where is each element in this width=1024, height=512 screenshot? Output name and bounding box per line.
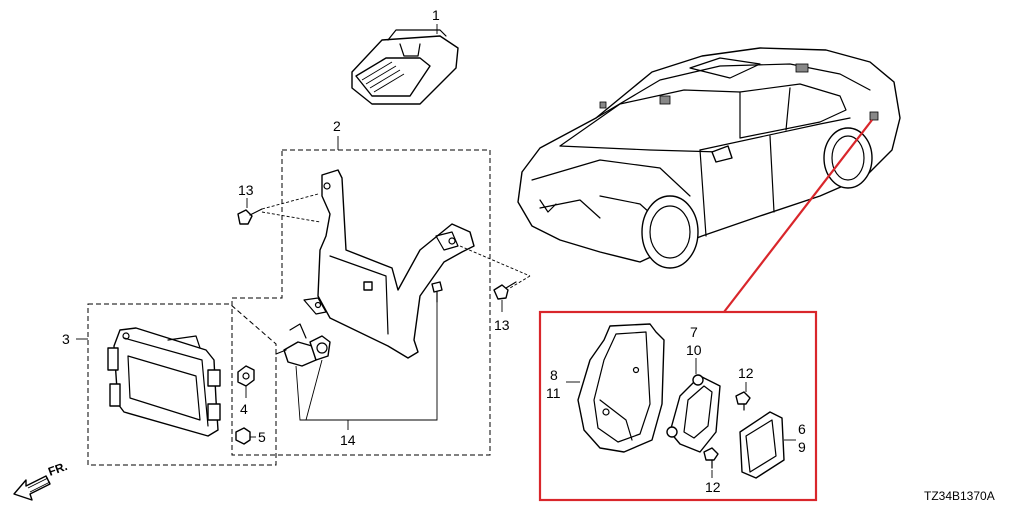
front-marker: FR. — [46, 459, 69, 479]
rear-sensor-housing-part — [577, 323, 665, 453]
nut-part-5 — [235, 427, 251, 445]
vehicle-outline — [517, 47, 901, 269]
callout-11: 11 — [546, 385, 561, 401]
callout-12b: 12 — [705, 479, 721, 495]
callout-3: 3 — [62, 331, 70, 347]
adjuster-part-14 — [275, 323, 331, 367]
group-2-outline — [231, 149, 491, 456]
screw-small — [431, 281, 443, 303]
nut-part-4 — [237, 365, 255, 387]
bolt-13-left — [237, 193, 321, 225]
callout-6: 6 — [798, 421, 806, 437]
callout-1: 1 — [432, 7, 440, 23]
radar-module-part-3 — [107, 327, 221, 437]
screw-12-upper — [735, 391, 751, 411]
mounting-bracket-part — [303, 169, 475, 359]
diagram-code: TZ34B1370A — [924, 489, 995, 503]
leader-14c — [348, 302, 438, 421]
callout-13a: 13 — [238, 182, 254, 198]
callout-2: 2 — [333, 118, 341, 134]
rear-radar-sensor-part — [739, 411, 785, 479]
bolt-13-right — [459, 245, 531, 300]
group-3-outline — [87, 303, 277, 466]
leader-14a — [295, 365, 348, 421]
callout-5: 5 — [258, 429, 266, 445]
rear-sensor-detail-box — [538, 310, 818, 502]
callout-7: 7 — [690, 324, 698, 340]
highlight-leader — [723, 119, 873, 313]
callout-13b: 13 — [494, 317, 510, 333]
callout-14: 14 — [340, 432, 356, 448]
callout-8: 8 — [550, 367, 558, 383]
callout-10: 10 — [686, 342, 702, 358]
screw-12-lower — [703, 447, 719, 469]
callout-12a: 12 — [738, 365, 754, 381]
leader-14b — [305, 359, 323, 421]
front-direction-arrow — [13, 475, 51, 501]
camera-unit-part — [351, 29, 459, 105]
callout-4: 4 — [240, 401, 248, 417]
callout-9: 9 — [798, 439, 806, 455]
sensor-bracket-part — [666, 374, 721, 453]
